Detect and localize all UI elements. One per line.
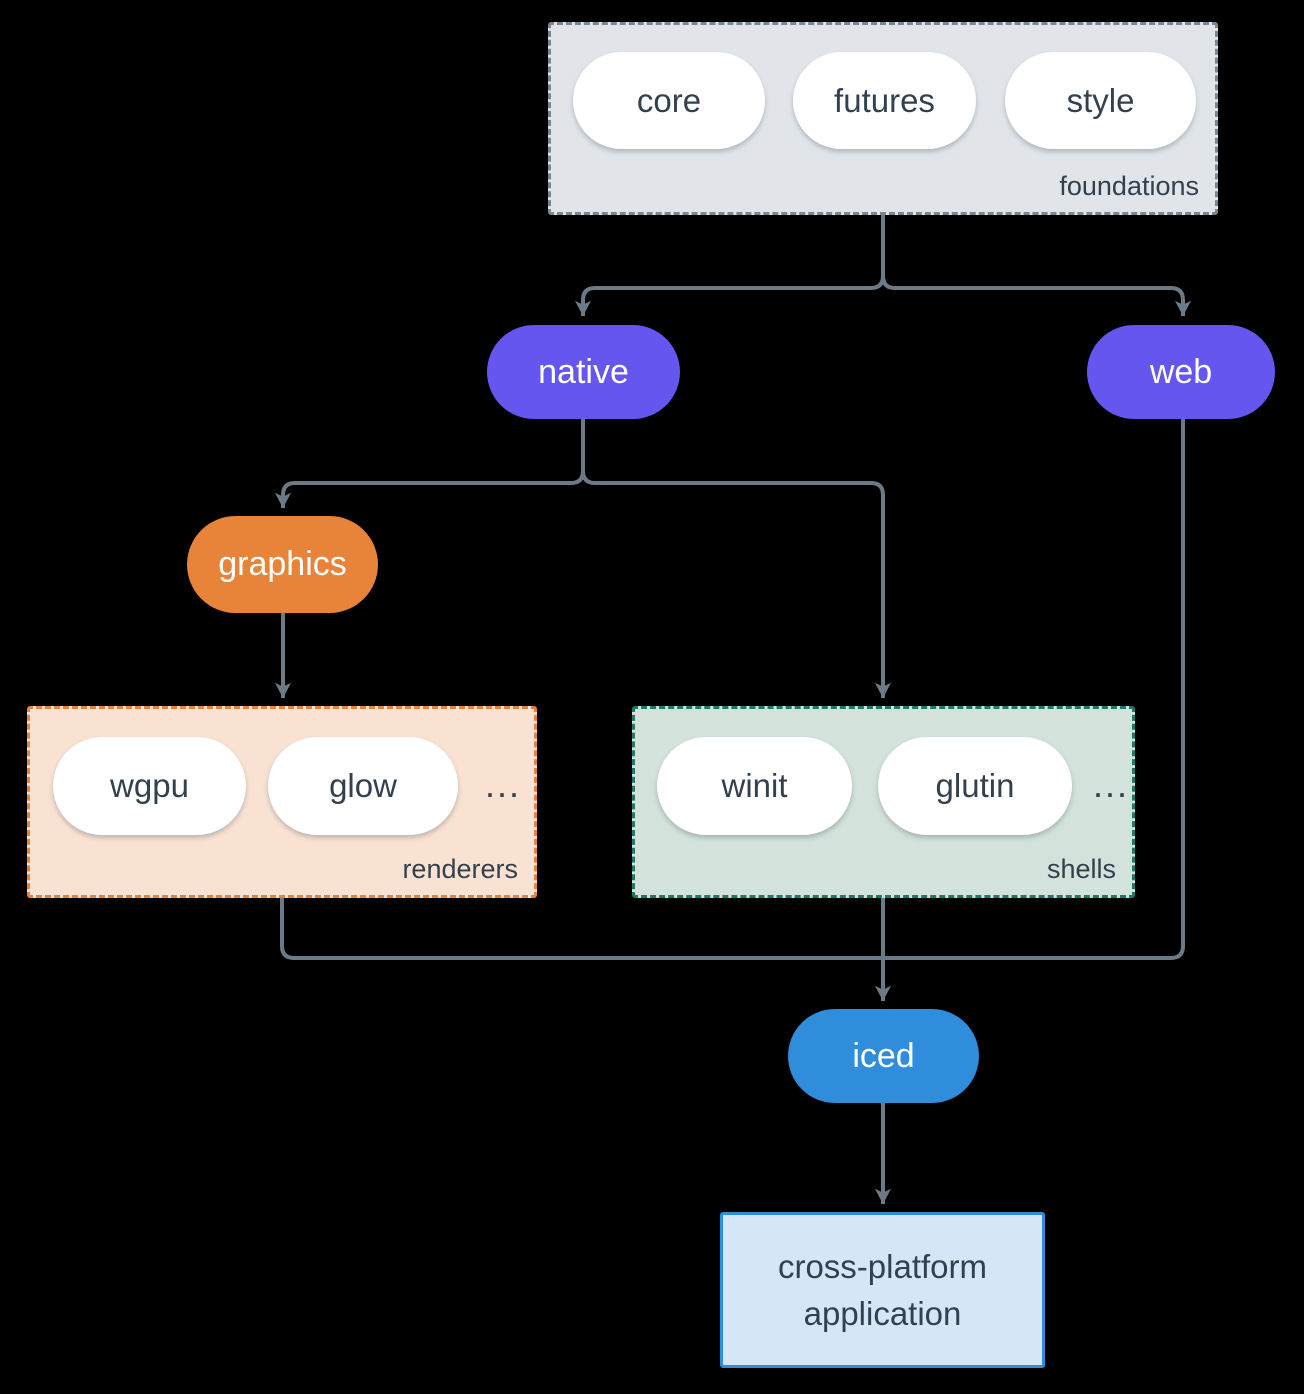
- web-label: web: [1149, 352, 1213, 391]
- renderers-ellipsis: ...: [485, 764, 522, 805]
- futures-label: futures: [834, 81, 935, 119]
- application-label: cross-platform application: [777, 1248, 988, 1332]
- edge-foundations-native: [574, 215, 885, 316]
- graphics-label: graphics: [218, 545, 347, 583]
- edge-native-shells: [581, 419, 892, 698]
- foundations-group: core futures style foundations: [548, 22, 1218, 215]
- shells-ellipsis: ...: [1093, 764, 1130, 805]
- wgpu-node: wgpu: [53, 737, 246, 835]
- core-node: core: [573, 52, 765, 149]
- futures-node: futures: [793, 52, 976, 149]
- shells-group-label: shells: [1046, 854, 1116, 884]
- winit-node: winit: [657, 737, 852, 835]
- edge-foundations-web: [881, 215, 1192, 316]
- core-label: core: [636, 81, 702, 119]
- glutin-node: glutin: [878, 737, 1072, 835]
- glow-node: glow: [268, 737, 458, 835]
- iced-label: iced: [852, 1036, 915, 1075]
- glow-label: glow: [329, 767, 397, 804]
- glutin-label: glutin: [935, 767, 1015, 804]
- application-node: cross-platform application: [720, 1212, 1045, 1368]
- native-node: native: [487, 325, 680, 419]
- iced-node: iced: [788, 1009, 979, 1103]
- edge-web-merge: [877, 419, 1185, 960]
- shells-group: winit glutin ... shells: [632, 706, 1135, 898]
- native-label: native: [538, 352, 629, 391]
- winit-label: winit: [721, 767, 788, 804]
- edge-renderers-merge: [280, 898, 889, 960]
- web-node: web: [1087, 325, 1275, 419]
- edge-group: [274, 215, 1192, 1204]
- graphics-node: graphics: [187, 516, 378, 613]
- style-label: style: [1066, 81, 1135, 119]
- renderers-group: wgpu glow ... renderers: [27, 706, 537, 898]
- wgpu-label: wgpu: [110, 767, 189, 804]
- foundations-group-label: foundations: [1059, 171, 1199, 201]
- style-node: style: [1005, 52, 1196, 149]
- edge-native-graphics: [274, 419, 585, 508]
- renderers-group-label: renderers: [402, 854, 518, 884]
